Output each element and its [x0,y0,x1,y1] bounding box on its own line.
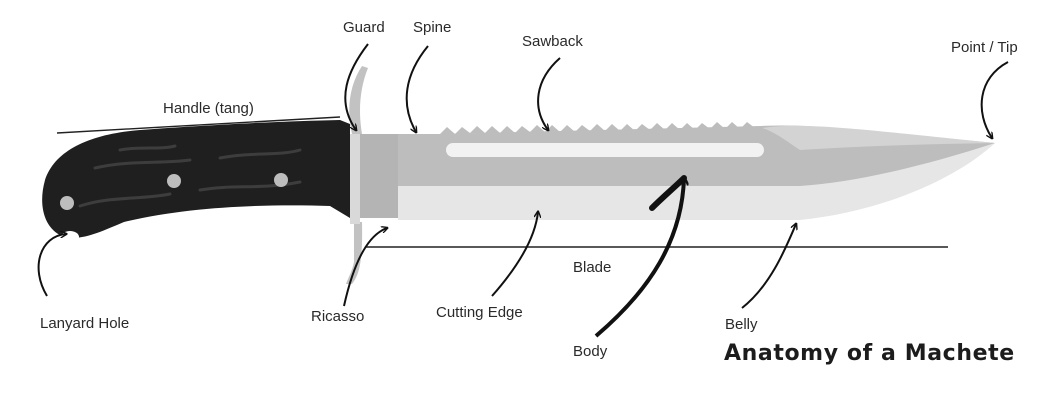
rivet-2 [167,174,181,188]
belly-label: Belly [725,316,758,333]
rivet-1 [60,196,74,210]
guard-label: Guard [343,19,385,36]
sawback-arrow [537,57,561,130]
clip-bevel [762,125,995,150]
guard-plate [350,134,360,224]
sawback-teeth [440,122,762,134]
cutting-edge-arrow [491,212,538,297]
body-label: Body [573,343,608,360]
spine-label: Spine [413,19,452,36]
sawback-label: Sawback [522,33,583,50]
lanyard-arrow [37,234,66,297]
rivet-3 [274,173,288,187]
point-arrow [980,61,1009,138]
ricasso-arrow [343,228,387,307]
fuller [446,143,764,157]
handle [42,120,350,238]
cutting-edge-bevel [398,143,995,220]
cutting-edge-label: Cutting Edge [436,304,523,321]
belly-arrow [741,224,796,309]
body-arrow [594,178,684,338]
body-arrow-tail [649,175,687,211]
diagram-title: Anatomy of a Machete [724,341,1015,366]
spine-arrow [405,45,429,132]
ricasso [360,134,398,218]
lanyard-hole-label: Lanyard Hole [40,315,130,332]
lanyard-hole [61,231,79,243]
point-label: Point / Tip [951,39,1018,56]
guard-arrow [344,43,369,130]
handle-leader-line [56,116,341,134]
handle-label: Handle (tang) [163,100,254,117]
ricasso-label: Ricasso [311,308,365,325]
handle-texture [78,144,302,208]
blade-label: Blade [573,259,612,276]
